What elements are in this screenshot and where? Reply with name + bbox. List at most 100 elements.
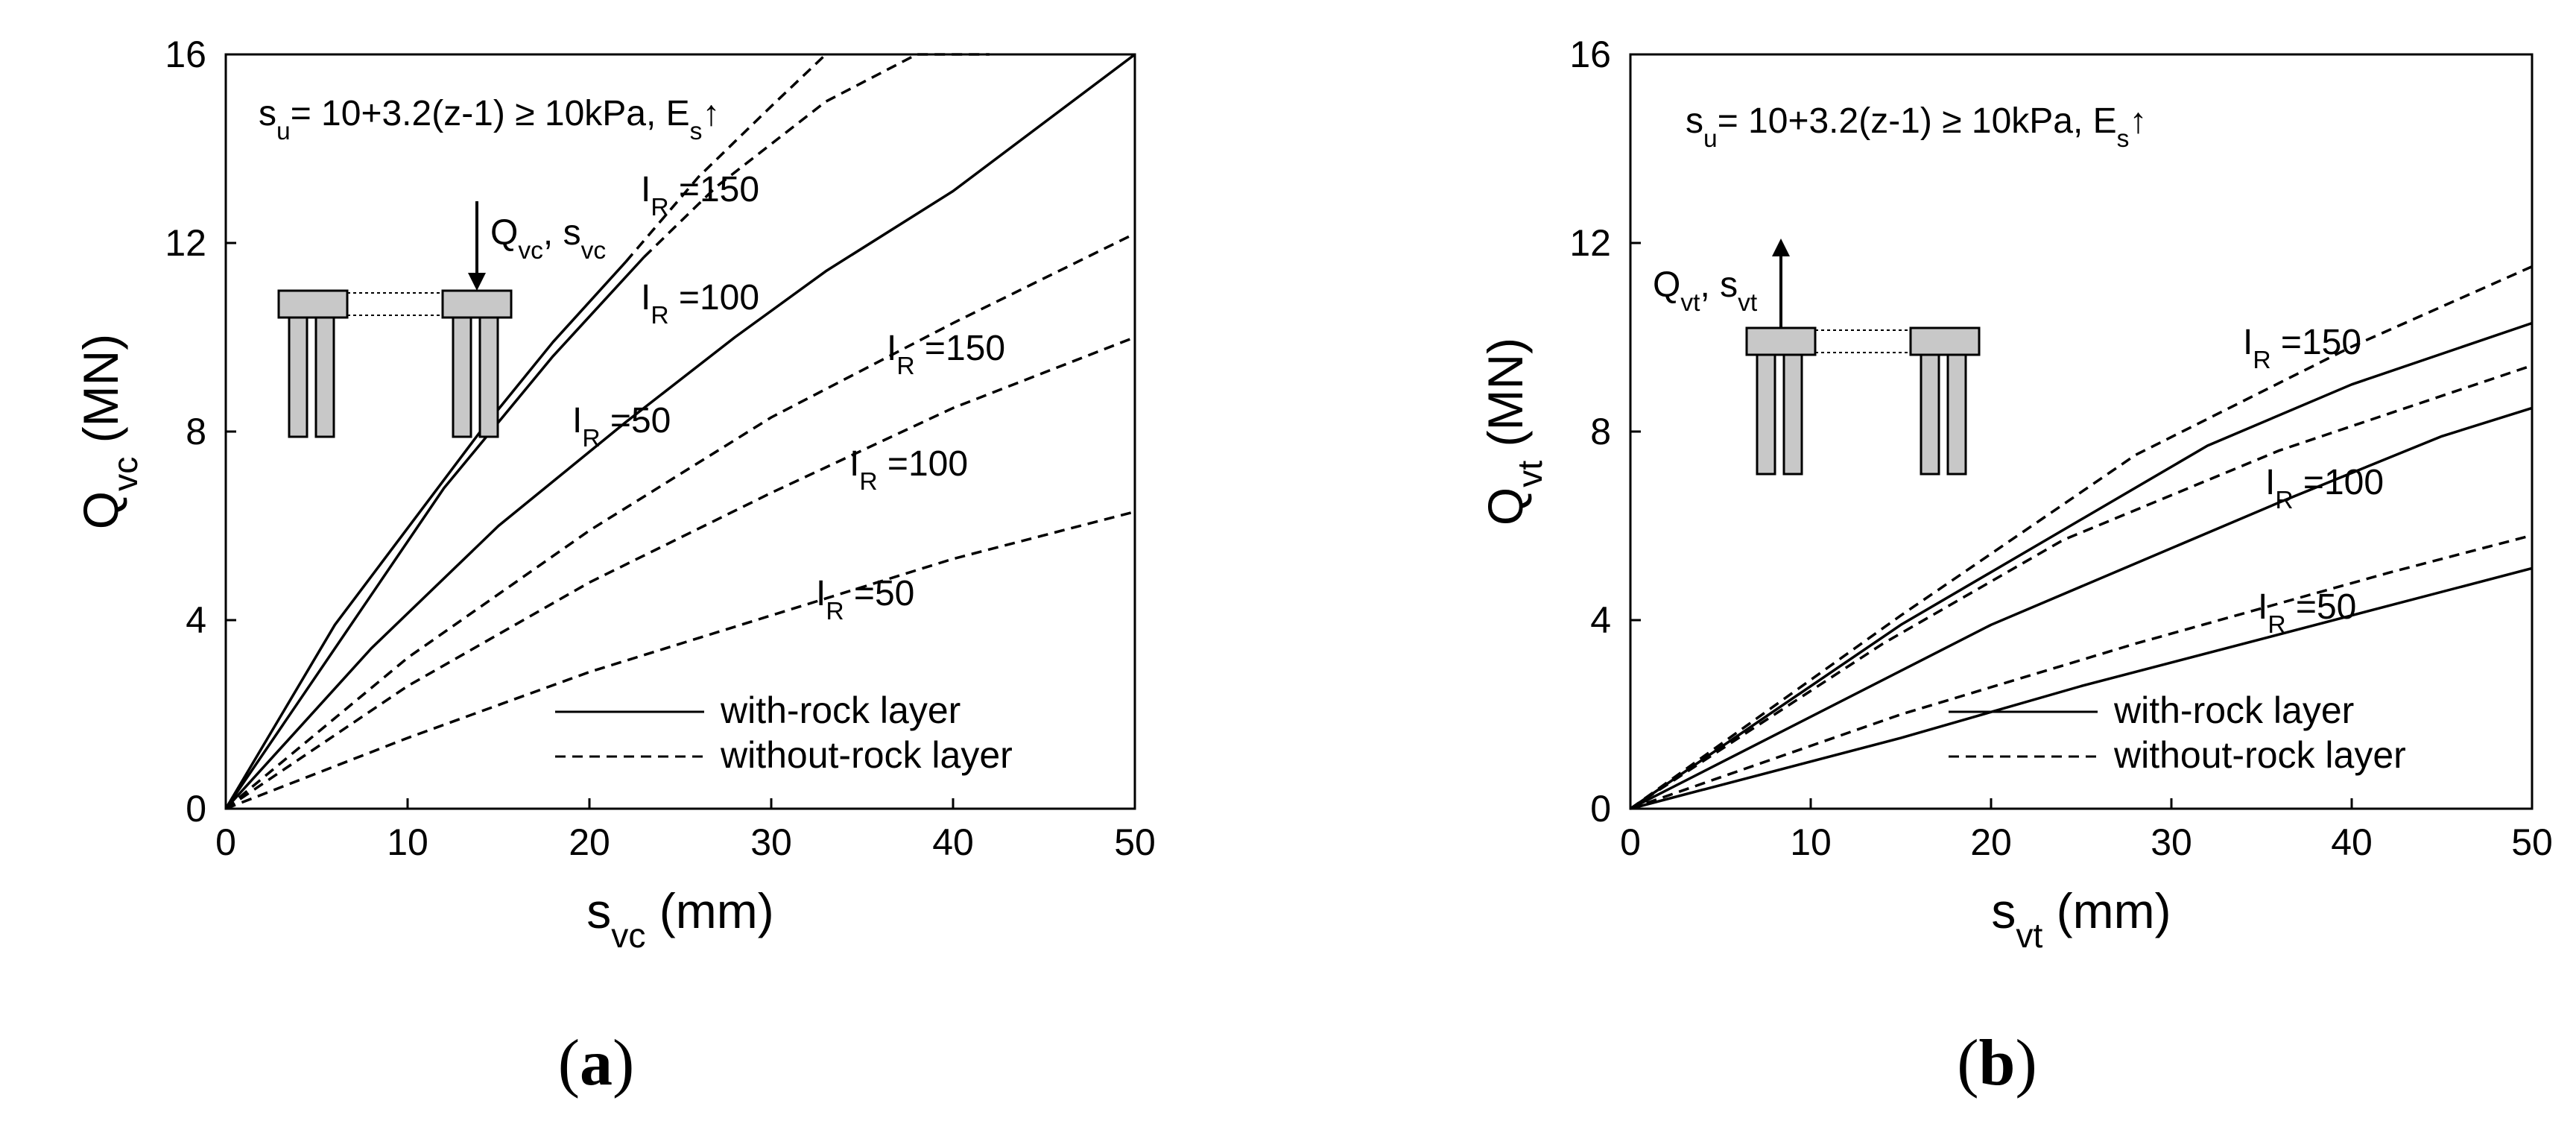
y-tick-label: 0 — [186, 788, 206, 830]
x-tick-label: 50 — [1114, 821, 1156, 863]
pile-group-inset: Qvt, svt — [1653, 239, 1981, 476]
pile — [1920, 353, 1940, 476]
x-axis-label: svt (mm) — [1991, 883, 2171, 955]
annotation-sub: u — [276, 118, 291, 145]
panel-label-paren: ( — [1957, 1027, 1978, 1099]
annotation-part: = 10+3.2(z-1) ≥ 10kPa, E — [1718, 101, 2117, 141]
load-label: Qvc, svc — [490, 213, 606, 265]
series-label-sub: R — [826, 598, 844, 625]
pile — [1782, 353, 1803, 476]
load-label-part: , s — [1700, 265, 1738, 305]
series-label-base: I — [572, 401, 582, 440]
x-axis-label-sub: vc — [611, 916, 645, 955]
series-line-solid — [1630, 566, 2533, 810]
load-label-sub: vt — [1680, 289, 1700, 317]
legend-label: without-rock layer — [2113, 734, 2406, 776]
series-label-sub: R — [2275, 487, 2293, 514]
condition-annotation: su= 10+3.2(z-1) ≥ 10kPa, Es↑ — [259, 94, 720, 145]
series-line-dashed — [1630, 534, 2533, 810]
panel-label-paren: ( — [558, 1027, 580, 1099]
y-axis-label-sub: vt — [1510, 461, 1549, 487]
series-label-value: =50 — [2286, 587, 2357, 627]
y-axis-label: Qvt (MN) — [1478, 338, 1549, 525]
pile-cap — [277, 289, 349, 319]
pile — [1946, 353, 1967, 476]
series-label-value: =100 — [669, 278, 759, 318]
series-label: IR =150 — [641, 170, 759, 221]
x-tick-label: 40 — [932, 821, 974, 863]
pile-cap — [441, 289, 513, 319]
y-tick-label: 8 — [186, 411, 206, 452]
panel-label-letter: a — [580, 1027, 613, 1099]
annotation-part: s — [259, 94, 276, 133]
pile — [314, 316, 335, 438]
series-line-dashed — [225, 510, 1136, 810]
series-label-base: I — [2243, 323, 2253, 362]
x-tick-label: 20 — [1970, 821, 2012, 863]
load-label-sub: vt — [1738, 289, 1758, 317]
y-axis-label-base: Q — [73, 491, 128, 529]
annotation-part: s — [1686, 101, 1703, 141]
x-axis-label-base: s — [1991, 883, 2016, 938]
pile — [288, 316, 308, 438]
series-label: IR =150 — [2243, 323, 2361, 374]
panel-label-paren: ) — [613, 1027, 634, 1099]
series-label-base: I — [2258, 587, 2268, 627]
series-line-dashed — [225, 335, 1136, 810]
series-label: IR =50 — [816, 574, 914, 625]
y-tick-label: 4 — [186, 599, 206, 641]
x-axis-label-unit: (mm) — [2042, 883, 2171, 938]
pile-group-inset: Qvc, svc — [277, 201, 606, 438]
x-tick-label: 0 — [1620, 821, 1641, 863]
y-axis-label-unit: (MN) — [1478, 338, 1533, 461]
series-label-sub: R — [2253, 347, 2270, 374]
series-label-sub: R — [651, 302, 668, 329]
x-tick-label: 30 — [750, 821, 792, 863]
pile-cap — [1909, 326, 1981, 356]
series-line-solid — [224, 53, 1136, 810]
load-arrow-head — [468, 273, 486, 291]
series-line-dashed — [624, 53, 827, 263]
panel-label-letter: b — [1979, 1027, 2016, 1099]
pile — [452, 316, 472, 438]
series-label-sub: R — [896, 353, 914, 380]
series-line-solid — [1630, 406, 2533, 810]
x-tick-label: 30 — [2151, 821, 2192, 863]
annotation-arrow: ↑ — [702, 94, 720, 133]
series-label-base: I — [641, 170, 651, 209]
series-label: IR =50 — [572, 401, 671, 452]
series-label-value: =50 — [601, 401, 671, 440]
series-label-base: I — [887, 329, 896, 368]
series-label-base: I — [641, 278, 651, 318]
x-tick-label: 20 — [569, 821, 610, 863]
condition-annotation: su= 10+3.2(z-1) ≥ 10kPa, Es↑ — [1686, 101, 2147, 153]
series-label-value: =150 — [2271, 323, 2361, 362]
load-label-part: Q — [1653, 265, 1680, 305]
series-line-dashed — [642, 53, 990, 259]
pile — [478, 316, 499, 438]
pile — [1756, 353, 1776, 476]
load-label-part: Q — [490, 213, 518, 253]
annotation-sub: s — [690, 118, 703, 145]
legend-label: with-rock layer — [2113, 689, 2354, 731]
series-label-base: I — [849, 444, 859, 484]
annotation-sub: s — [2117, 125, 2130, 153]
series-label: IR =100 — [2265, 463, 2384, 514]
x-axis-label: svc (mm) — [586, 883, 773, 955]
series-label-sub: R — [651, 194, 668, 221]
x-tick-label: 10 — [387, 821, 428, 863]
series-label-base: I — [2265, 463, 2275, 502]
x-axis-label-unit: (mm) — [645, 883, 773, 938]
series-label-value: =100 — [2294, 463, 2384, 502]
y-tick-label: 0 — [1590, 788, 1611, 830]
y-axis-label-sub: vc — [106, 457, 145, 491]
panel-label-paren: ) — [2015, 1027, 2037, 1099]
y-tick-label: 12 — [165, 222, 206, 264]
pile-cap — [1745, 326, 1817, 356]
series-label: IR =100 — [849, 444, 968, 496]
x-tick-label: 40 — [2331, 821, 2373, 863]
y-tick-label: 16 — [1569, 34, 1611, 75]
